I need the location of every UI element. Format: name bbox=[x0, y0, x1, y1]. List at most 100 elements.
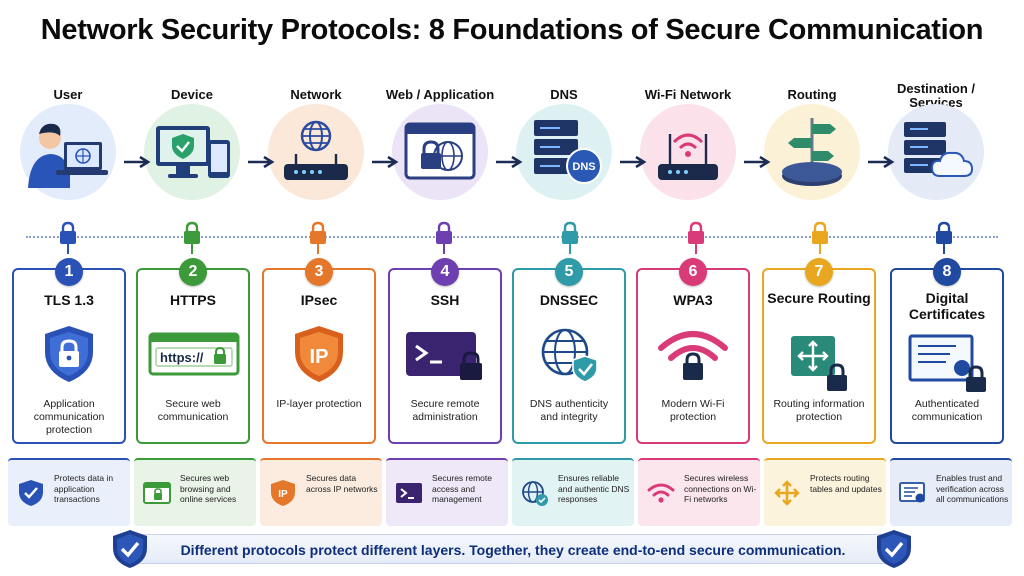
protocol-card-digital-certificates: Digital Certificates Authenticated commu… bbox=[890, 268, 1004, 444]
wifi-router-icon bbox=[658, 133, 718, 180]
detail-text: Secures wireless connections on Wi-Fi ne… bbox=[684, 473, 757, 504]
protocol-number-badge: 7 bbox=[805, 258, 833, 286]
protocol-description: DNS authenticity and integrity bbox=[529, 398, 609, 423]
protocol-card-ssh: SSH Secure remote administration bbox=[388, 268, 502, 444]
connection-rail bbox=[26, 236, 998, 238]
protocol-name: Secure Routing bbox=[767, 290, 871, 306]
flow-arrow-icon bbox=[620, 155, 647, 169]
shield-check-icon bbox=[19, 480, 43, 506]
protocol-name: SSH bbox=[430, 292, 460, 308]
protocol-number-badge: 8 bbox=[933, 258, 961, 286]
wifi-lock-icon bbox=[658, 331, 728, 380]
stage-dns: DNS DNS bbox=[504, 84, 624, 224]
flow-arrow-icon bbox=[496, 155, 523, 169]
protocol-description: Modern Wi-Fi protection bbox=[661, 398, 725, 423]
detail-text: Secures data across IP networks bbox=[306, 473, 378, 494]
protocol-card-ipsec: IPsec IP IP-layer protection bbox=[262, 268, 376, 444]
protocol-description: Secure remote administration bbox=[410, 398, 480, 423]
detail-cell-wpa3: Secures wireless connections on Wi-Fi ne… bbox=[638, 458, 760, 526]
protocol-number-badge: 6 bbox=[679, 258, 707, 286]
stage-circle: DNS bbox=[516, 104, 612, 200]
stage-circle bbox=[888, 104, 984, 200]
stage-routing: Routing bbox=[752, 84, 872, 224]
device-shield-icon bbox=[156, 126, 230, 178]
protocol-description: Application communication protection bbox=[33, 398, 105, 436]
detail-cell-tls: Protects data in application transaction… bbox=[8, 458, 130, 526]
stage-circle bbox=[764, 104, 860, 200]
terminal-lock-icon bbox=[406, 332, 482, 380]
shield-check-icon bbox=[877, 530, 911, 568]
stage-device: Device bbox=[132, 84, 252, 224]
lock-icon bbox=[184, 221, 200, 254]
page-title: Network Security Protocols: 8 Foundation… bbox=[40, 14, 984, 46]
protocol-description: Authenticated communication bbox=[911, 398, 983, 423]
dns-server-icon: DNS bbox=[534, 120, 602, 184]
ip-icon-text: IP bbox=[310, 346, 329, 368]
stage-destination-services: Destination / Services bbox=[876, 82, 996, 224]
flow-arrow-icon bbox=[744, 155, 771, 169]
detail-cell-ipsec: IP Secures data across IP networks bbox=[260, 458, 382, 526]
stage-label: Routing bbox=[787, 87, 837, 102]
detail-text: Secures web browsing and online services bbox=[180, 473, 237, 504]
detail-cell-https: Secures web browsing and online services bbox=[134, 458, 256, 526]
flow-arrow-icon bbox=[124, 155, 151, 169]
detail-text: Enables trust and verification across al… bbox=[936, 473, 1009, 504]
browser-lock-icon bbox=[404, 122, 476, 180]
routing-arrows-icon bbox=[774, 480, 800, 506]
stage-label: Web / Application bbox=[385, 87, 495, 102]
protocol-name: IPsec bbox=[300, 292, 338, 308]
browser-lock-icon bbox=[143, 482, 171, 504]
globe-check-icon bbox=[541, 328, 598, 383]
https-icon-text: https:// bbox=[160, 350, 204, 365]
stage-circle bbox=[640, 104, 736, 200]
terminal-icon bbox=[396, 483, 422, 503]
lock-icon bbox=[310, 221, 326, 254]
detail-cell-ssh: Secures remote access and management bbox=[386, 458, 508, 526]
stage-circle bbox=[392, 104, 488, 200]
protocol-description: IP-layer protection bbox=[276, 398, 362, 410]
stage-web-application: Web / Application bbox=[380, 84, 500, 224]
router-lock-icon bbox=[791, 336, 847, 391]
protocol-number-badge: 4 bbox=[431, 258, 459, 286]
stage-wifi-network: Wi-Fi Network bbox=[628, 84, 748, 224]
flow-stages: User Device bbox=[0, 82, 1024, 224]
flow-arrow-icon bbox=[248, 155, 275, 169]
stage-circle bbox=[144, 104, 240, 200]
protocol-name: WPA3 bbox=[673, 292, 713, 308]
footer-text: Different protocols protect different la… bbox=[180, 542, 846, 558]
detail-cell-secure-routing: Protects routing tables and updates bbox=[764, 458, 886, 526]
detail-text: Protects routing tables and updates bbox=[810, 473, 882, 494]
detail-text: Ensures reliable and authentic DNS respo… bbox=[558, 473, 630, 504]
protocol-name: Digital Certificates bbox=[908, 290, 986, 322]
svg-text:IP: IP bbox=[278, 489, 288, 500]
certificate-lock-icon bbox=[908, 334, 986, 392]
flow-arrow-icon bbox=[868, 155, 895, 169]
https-browser-icon: https:// bbox=[148, 332, 240, 376]
stage-label: Network bbox=[290, 87, 342, 102]
svg-text:DNS: DNS bbox=[572, 161, 595, 173]
protocol-name: HTTPS bbox=[170, 292, 216, 308]
lock-icon bbox=[562, 221, 578, 254]
stage-label: Wi-Fi Network bbox=[644, 87, 732, 102]
lock-icon bbox=[436, 221, 452, 254]
protocol-name: DNSSEC bbox=[539, 292, 599, 308]
protocol-card-secure-routing: Secure Routing Routing information prote… bbox=[762, 268, 876, 444]
stage-label: User bbox=[53, 87, 83, 102]
protocol-number-badge: 2 bbox=[179, 258, 207, 286]
footer-banner: Different protocols protect different la… bbox=[120, 534, 904, 564]
globe-check-icon bbox=[522, 481, 548, 506]
protocol-card-tls: TLS 1.3 Application communication protec… bbox=[12, 268, 126, 444]
detail-strip: Protects data in application transaction… bbox=[8, 458, 1016, 526]
protocol-description: Routing information protection bbox=[773, 398, 865, 423]
detail-text: Secures remote access and management bbox=[432, 473, 492, 504]
protocol-card-wpa3: WPA3 Modern Wi-Fi protection bbox=[636, 268, 750, 444]
stage-circle bbox=[20, 104, 116, 200]
detail-text: Protects data in application transaction… bbox=[54, 473, 114, 504]
protocol-number-badge: 3 bbox=[305, 258, 333, 286]
shield-lock-icon bbox=[45, 326, 93, 382]
certificate-icon bbox=[899, 482, 925, 503]
protocol-number-badge: 5 bbox=[555, 258, 583, 286]
stage-label: DNS bbox=[550, 87, 578, 102]
protocol-card-dnssec: DNSSEC DNS authenticity and integrity bbox=[512, 268, 626, 444]
protocol-card-https: HTTPS https:// Secure web communication bbox=[136, 268, 250, 444]
